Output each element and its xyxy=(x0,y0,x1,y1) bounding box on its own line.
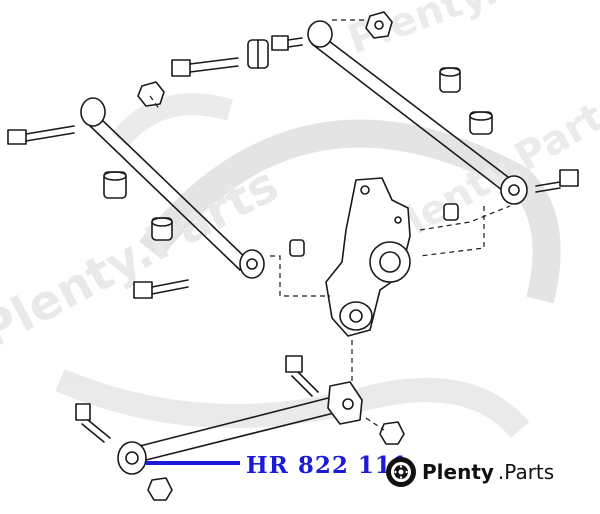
bolt xyxy=(271,35,303,51)
bushing xyxy=(439,67,461,93)
bushing xyxy=(151,217,173,241)
nut xyxy=(137,81,165,107)
brand-logo: Plenty.Parts xyxy=(384,455,554,489)
bolt xyxy=(285,355,319,397)
bushing xyxy=(247,39,269,69)
nut xyxy=(289,239,305,257)
knuckle-assembly xyxy=(325,177,411,337)
bolt xyxy=(75,403,111,443)
brand-name-bold: Plenty xyxy=(422,460,494,484)
bushing xyxy=(103,171,127,199)
brand-name-suffix: .Parts xyxy=(497,460,555,484)
nut xyxy=(443,203,459,221)
lower-control-arm xyxy=(117,381,363,475)
bolt xyxy=(535,169,579,193)
bushing xyxy=(469,111,493,135)
part-number-label: HR 822 111 xyxy=(246,452,409,479)
bolt xyxy=(133,279,189,299)
bolt xyxy=(7,125,75,145)
gear-wheel-icon xyxy=(386,457,416,487)
nut xyxy=(365,11,393,39)
nut xyxy=(379,421,405,445)
part-number-text: HR 822 111 xyxy=(246,452,409,479)
watermark-layer: Plenty.Parts Plenty.Parts Plenty.Parts xyxy=(0,0,600,439)
nut xyxy=(147,477,173,501)
upper-left-control-arm xyxy=(80,97,265,279)
assembly-guide-lines xyxy=(149,19,511,431)
upper-right-control-arm xyxy=(307,20,528,205)
bolt xyxy=(171,57,239,77)
